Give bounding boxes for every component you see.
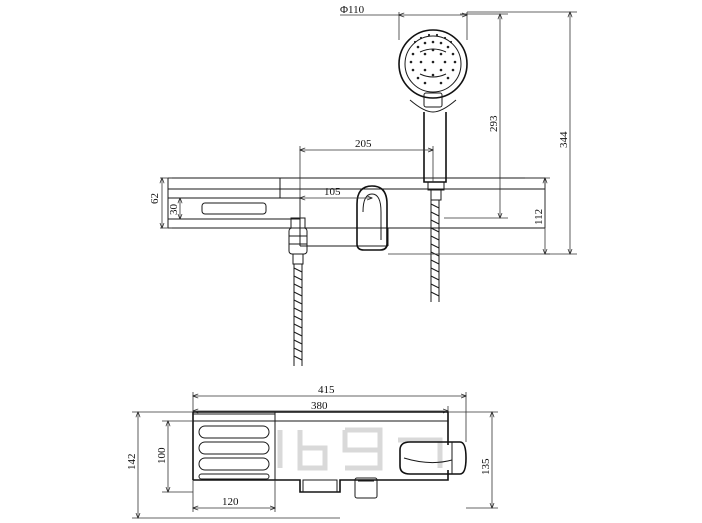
dim-body-height-112: 112 [388,177,550,255]
dim-label-62: 62 [149,193,161,204]
hose-left [293,264,303,366]
front-elevation-view: Φ110 293 344 112 205 [149,4,577,366]
dim-total-height-344: 344 [467,11,577,255]
dim-label-135: 135 [480,458,492,475]
hose-connector [427,181,445,201]
dim-distance-105: 105 [300,186,372,198]
dim-depth-142: 142 [126,411,340,519]
dim-label-415: 415 [318,384,335,396]
diverter-handle [356,185,388,251]
dim-label-344: 344 [558,131,570,148]
dim-depth-62: 62 [149,177,172,229]
dim-label-100: 100 [156,447,168,464]
dim-label-120: 120 [222,496,239,508]
dim-label-112: 112 [533,209,545,225]
dim-shelf-30: 30 [168,198,180,219]
dim-label-205: 205 [355,138,372,150]
dim-label-380: 380 [311,400,328,412]
dim-label-293: 293 [488,115,500,132]
dim-shelf-120: 120 [192,480,276,512]
dim-width-380: 380 [193,400,449,412]
water-outlet [288,217,308,265]
shelf-slot [201,202,267,215]
dim-label-142: 142 [126,454,138,471]
dim-label-105: 105 [324,186,341,198]
dim-width-415: 415 [192,384,467,442]
hose-right [430,200,440,302]
dim-hand-shower-diameter: Φ110 [340,4,468,40]
dim-shower-height-293: 293 [444,13,508,219]
dim-shelf-100: 100 [156,420,193,493]
plan-hand-shower [399,441,467,475]
plan-view: 415 380 142 100 135 [126,384,498,519]
dim-label-30: 30 [168,204,180,216]
hand-shower [398,29,468,183]
spray-nozzles [409,33,457,85]
plan-shelf-slots [198,425,270,480]
dim-label-phi110: Φ110 [340,4,365,16]
dim-distance-205: 205 [299,138,434,218]
watermark-logo [277,427,443,471]
dim-depth-135: 135 [448,411,498,509]
plan-diverter [302,477,378,499]
